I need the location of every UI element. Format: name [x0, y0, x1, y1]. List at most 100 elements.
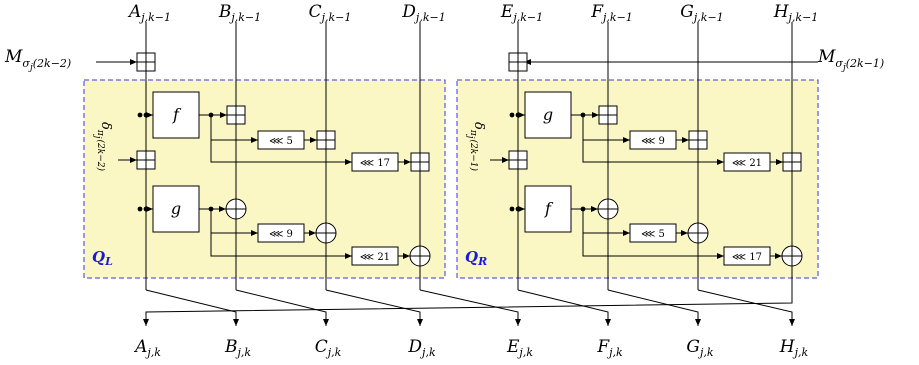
- xor-b-right: [597, 198, 619, 220]
- permutation-wire: [697, 289, 795, 326]
- permutation-wire-h-to-a: [143, 290, 793, 326]
- wire: [582, 233, 724, 259]
- function-top-left-box: [152, 91, 200, 139]
- junction-dot: [137, 206, 143, 212]
- junction-dot: [137, 112, 143, 118]
- rotation-2-left: ⋘ 17: [351, 152, 399, 172]
- adder-b-right: [598, 105, 618, 125]
- rotation-3-right: ⋘ 5: [629, 223, 677, 243]
- rotation-3-left-label: ⋘ 9: [269, 229, 293, 240]
- output-label-g: Gj,k: [686, 337, 714, 359]
- xor-c-left: [315, 222, 337, 244]
- rotation-2-right-box: [723, 152, 771, 172]
- junction-dot: [143, 206, 149, 212]
- rotation-2-right: ⋘ 21: [723, 152, 771, 172]
- rotation-3-left: ⋘ 9: [257, 223, 305, 243]
- junction-dot: [509, 112, 515, 118]
- wire: [210, 233, 352, 259]
- wire: [582, 140, 724, 165]
- function-bottom-left: g: [152, 185, 200, 233]
- adder-b-left: [226, 105, 246, 125]
- adder-message-left: [136, 52, 156, 72]
- function-bottom-right-label: f: [544, 199, 554, 218]
- output-label-c: Cj,k: [315, 337, 342, 359]
- junction-dot: [509, 206, 515, 212]
- permutation-wire: [145, 289, 239, 326]
- function-top-left: f: [152, 91, 200, 139]
- rotation-1-left-label: ⋘ 5: [269, 136, 293, 147]
- adder-delta-left: [136, 150, 156, 170]
- function-bottom-left-label: g: [171, 199, 181, 218]
- input-label-b: Bj,k−1: [218, 2, 261, 24]
- input-label-f: Fj,k−1: [590, 2, 633, 24]
- input-label-a: Aj,k−1: [127, 2, 171, 24]
- rotation-3-left-box: [257, 223, 305, 243]
- function-bottom-left-box: [152, 185, 200, 233]
- rotation-2-left-box: [351, 152, 399, 172]
- junction-dot: [515, 206, 521, 212]
- rotation-4-left-box: [351, 246, 399, 266]
- rotation-1-right-box: [629, 130, 677, 150]
- xor-d-left: [409, 245, 431, 267]
- input-label-c: Cj,k−1: [309, 2, 352, 24]
- rotation-1-left-box: [257, 130, 305, 150]
- rotation-4-right-box: [723, 246, 771, 266]
- permutation-wire: [325, 289, 423, 326]
- output-label-a: Aj,k: [133, 337, 161, 359]
- wire: [210, 140, 352, 165]
- output-label-d: Dj,k: [407, 337, 436, 359]
- rotation-1-right-label: ⋘ 9: [641, 136, 665, 147]
- input-label-d: Dj,k−1: [401, 2, 445, 24]
- rotation-4-right: ⋘ 17: [723, 246, 771, 266]
- block-q-left-label: QL: [92, 248, 113, 268]
- adder-message-right: [508, 52, 528, 72]
- xor-c-right: [687, 222, 709, 244]
- adder-delta-right: [508, 150, 528, 170]
- function-top-left-label: f: [172, 105, 182, 124]
- rotation-2-right-label: ⋘ 21: [732, 158, 762, 169]
- output-label-b: Bj,k: [224, 337, 251, 359]
- adder-c-left: [316, 130, 336, 150]
- junction-dot: [143, 112, 149, 118]
- output-labels: Aj,k Bj,k Cj,k Dj,k Ej,k Fj,k Gj,k Hj,k: [133, 337, 808, 359]
- input-label-e: Ej,k−1: [500, 2, 543, 24]
- junction-dot: [208, 206, 214, 212]
- junction-dot: [580, 112, 586, 118]
- block-q-right-label: QR: [465, 248, 487, 268]
- output-label-h: Hj,k: [779, 337, 809, 359]
- output-label-e: Ej,k: [506, 337, 533, 359]
- junction-dot: [515, 112, 521, 118]
- rotation-1-left: ⋘ 5: [257, 130, 305, 150]
- delta-right-label: δπj(2k−1): [465, 122, 486, 172]
- rotation-3-right-label: ⋘ 5: [641, 229, 665, 240]
- function-bottom-right-box: [524, 185, 572, 233]
- function-bottom-right: f: [524, 185, 572, 233]
- permutation-wire: [607, 289, 701, 326]
- function-top-right-box: [524, 91, 572, 139]
- adder-d-left: [410, 152, 430, 172]
- rotation-2-left-label: ⋘ 17: [360, 158, 390, 169]
- permutation-wire: [235, 289, 329, 326]
- function-top-right: g: [524, 91, 572, 139]
- input-label-h: Hj,k−1: [773, 2, 819, 24]
- delta-left-label: δπj(2k−2): [92, 122, 113, 172]
- adder-d-right: [782, 152, 802, 172]
- xor-b-left: [225, 198, 247, 220]
- rotation-3-right-box: [629, 223, 677, 243]
- function-top-right-label: g: [543, 105, 553, 124]
- rotation-4-right-label: ⋘ 17: [732, 252, 762, 263]
- rotation-1-right: ⋘ 9: [629, 130, 677, 150]
- nodes: f g ⋘ 5 ⋘ 17 ⋘ 9 ⋘ 21 g f ⋘ 9 ⋘ 21 ⋘ 5 ⋘ 17: [136, 52, 803, 267]
- permutation-wire: [419, 289, 521, 326]
- block-q-left: [83, 79, 446, 279]
- output-label-f: Fj,k: [596, 337, 623, 359]
- adder-c-right: [688, 130, 708, 150]
- junction-dot: [208, 112, 214, 118]
- rotation-4-left: ⋘ 21: [351, 246, 399, 266]
- xor-d-right: [781, 245, 803, 267]
- permutation-wire: [517, 289, 611, 326]
- message-left-label: Mσj(2k−2): [4, 47, 71, 73]
- junction-dot: [580, 206, 586, 212]
